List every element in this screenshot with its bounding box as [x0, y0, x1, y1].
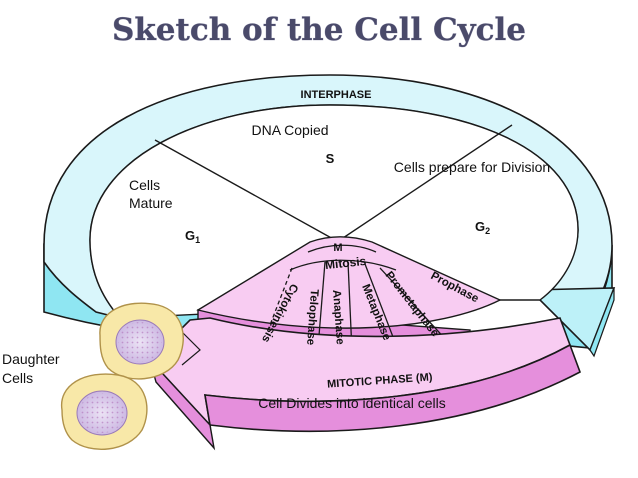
m-arc [307, 244, 377, 253]
cells-prepare-label: Cells prepare for Division [394, 159, 550, 175]
page-title: Sketch of the Cell Cycle [112, 12, 526, 48]
mitosis-arc [289, 259, 397, 271]
mitosis-label: Mitosis [324, 254, 367, 272]
mitotic-arrow-notch [179, 329, 201, 366]
cells-mature-line2: Mature [129, 195, 173, 211]
mitotic-arrow-side [204, 343, 581, 433]
daughter-cell-lower [61, 373, 148, 450]
g2-label: G2 [475, 219, 490, 236]
divider-s-g2 [339, 124, 513, 241]
g1-label: G1 [185, 228, 200, 245]
daughter-line1: Daughter [2, 351, 60, 367]
stage-divider-1 [264, 267, 293, 339]
m-label: M [333, 242, 342, 254]
interphase-arrowhead-side [589, 287, 615, 358]
stage-divider-5 [379, 267, 449, 343]
stage-telophase: Telophase [304, 289, 320, 346]
divider-g1-s [154, 139, 336, 241]
stage-anaphase: Anaphase [330, 289, 346, 345]
cells-mature-line1: Cells [129, 177, 160, 193]
daughter-cell-upper [99, 302, 184, 380]
dna-copied-label: DNA Copied [251, 122, 328, 138]
interphase-label: INTERPHASE [301, 89, 372, 101]
s-phase-label: S [326, 151, 335, 166]
cell-divides-label: Cell Divides into identical cells [258, 395, 446, 411]
daughter-line2: Cells [2, 370, 33, 386]
stage-divider-2 [317, 261, 326, 349]
